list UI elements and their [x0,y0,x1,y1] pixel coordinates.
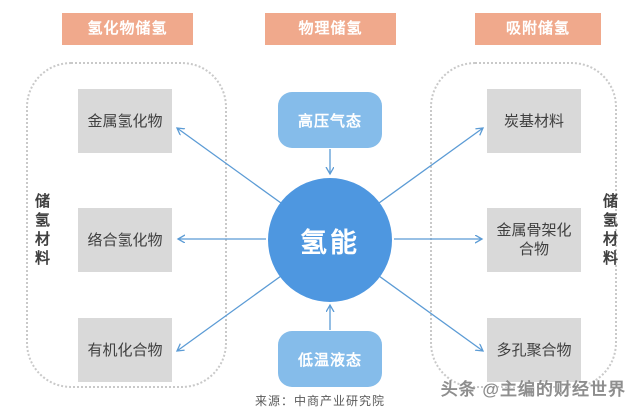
node-organic-compound: 有机化合物 [78,318,172,382]
right-materials-group [430,62,617,388]
header-adsorption-storage: 吸附储氢 [475,13,601,45]
node-cryogenic-liquid: 低温液态 [278,331,382,387]
header-hydride-storage: 氢化物储氢 [62,13,193,45]
node-high-pressure-gas: 高压气态 [278,92,382,148]
hydrogen-energy-circle: 氢能 [268,178,392,302]
source-note: 来源：中商产业研究院 [254,394,385,408]
node-metal-hydride: 金属氢化物 [78,89,172,153]
node-metal-framework-compound: 金属骨架化合物 [487,208,581,272]
node-complex-hydride: 络合氢化物 [78,208,172,272]
left-side-label: 储氢材料 [33,193,50,269]
left-materials-group [26,62,227,388]
right-side-label: 储氢材料 [601,193,618,269]
header-physical-storage: 物理储氢 [265,13,396,45]
node-carbon-material: 炭基材料 [487,89,581,153]
watermark: 头条 @主编的财经世界 [440,380,626,399]
node-porous-polymer: 多孔聚合物 [487,318,581,382]
